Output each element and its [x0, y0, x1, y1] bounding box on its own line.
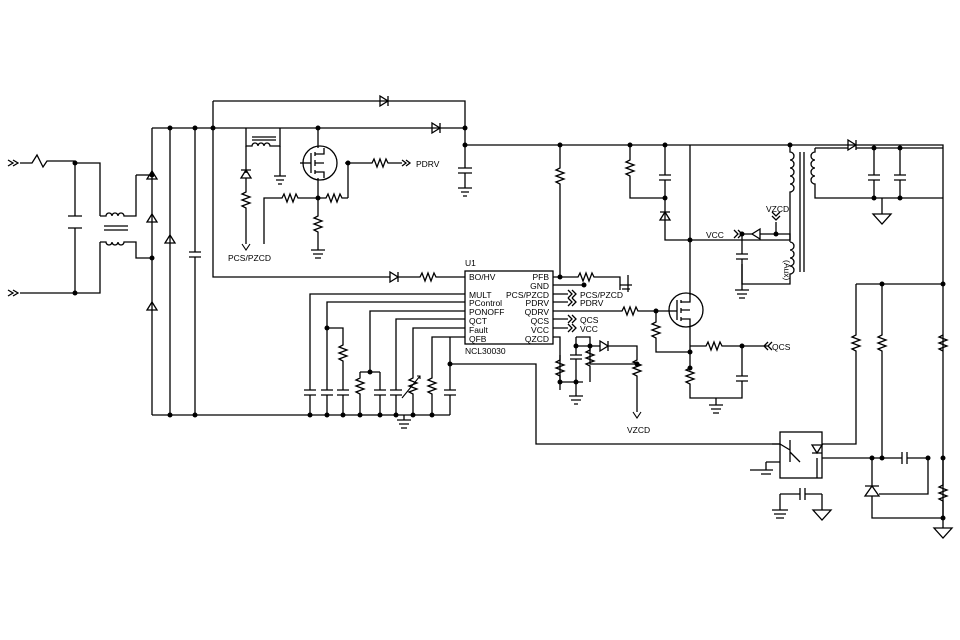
flyback-primary: QCS [624, 142, 791, 414]
pin-pdrv: PDRV [526, 298, 550, 308]
bridge-rectifier [145, 125, 450, 418]
ic-right-network: PCS/PZCD PDRV QCS VCC VZCD [553, 142, 668, 435]
pfc-switch-section: PCS/PZCD PDRV [228, 125, 440, 263]
pdrv-right-label: PDRV [580, 298, 604, 308]
ic-left-network [304, 293, 780, 445]
qcs-ic-label: QCS [580, 315, 599, 325]
aux-winding-label: (Aux) [782, 260, 792, 280]
output-feedback [750, 281, 954, 539]
vzcd-aux-label: VZCD [766, 204, 789, 214]
pin-fault: Fault [469, 325, 489, 335]
vcc-aux-label: VCC [706, 230, 724, 240]
pdrv-top-label: PDRV [416, 159, 440, 169]
pin-mult: MULT [469, 290, 492, 300]
vzcd-bottom-label: VZCD [627, 425, 650, 435]
pin-ponoff: PONOFF [469, 307, 504, 317]
pin-vcc: VCC [531, 325, 549, 335]
optocoupler [779, 431, 823, 479]
pin-pfb: PFB [532, 272, 549, 282]
pin-qct: QCT [469, 316, 487, 326]
vcc-ic-label: VCC [580, 324, 598, 334]
ic-part: NCL30030 [465, 346, 506, 356]
top-rails [210, 94, 944, 520]
controller-ic: U1 NCL30030 BO/HV MULT PControl PONOFF Q… [464, 258, 554, 356]
ic-body [464, 270, 554, 345]
qcs-out-label: QCS [772, 342, 791, 352]
pin-bo-hv: BO/HV [469, 272, 496, 282]
pin-gnd: GND [530, 281, 549, 291]
pin-qfb: QFB [469, 334, 487, 344]
ac-input [7, 153, 155, 297]
pin-pcontrol: PControl [469, 298, 502, 308]
pin-qzcd: QZCD [525, 334, 549, 344]
flyback-transformer: (Aux) VZCD VCC [706, 138, 943, 299]
bo-hv-path [389, 270, 465, 284]
ic-ref: U1 [465, 258, 476, 268]
pin-pcs-pzcd: PCS/PZCD [506, 290, 549, 300]
pin-qdrv: QDRV [525, 307, 550, 317]
pin-qcs: QCS [531, 316, 550, 326]
pcs-pzcd-right-label: PCS/PZCD [580, 290, 623, 300]
pcs-pzcd-left-label: PCS/PZCD [228, 253, 271, 263]
